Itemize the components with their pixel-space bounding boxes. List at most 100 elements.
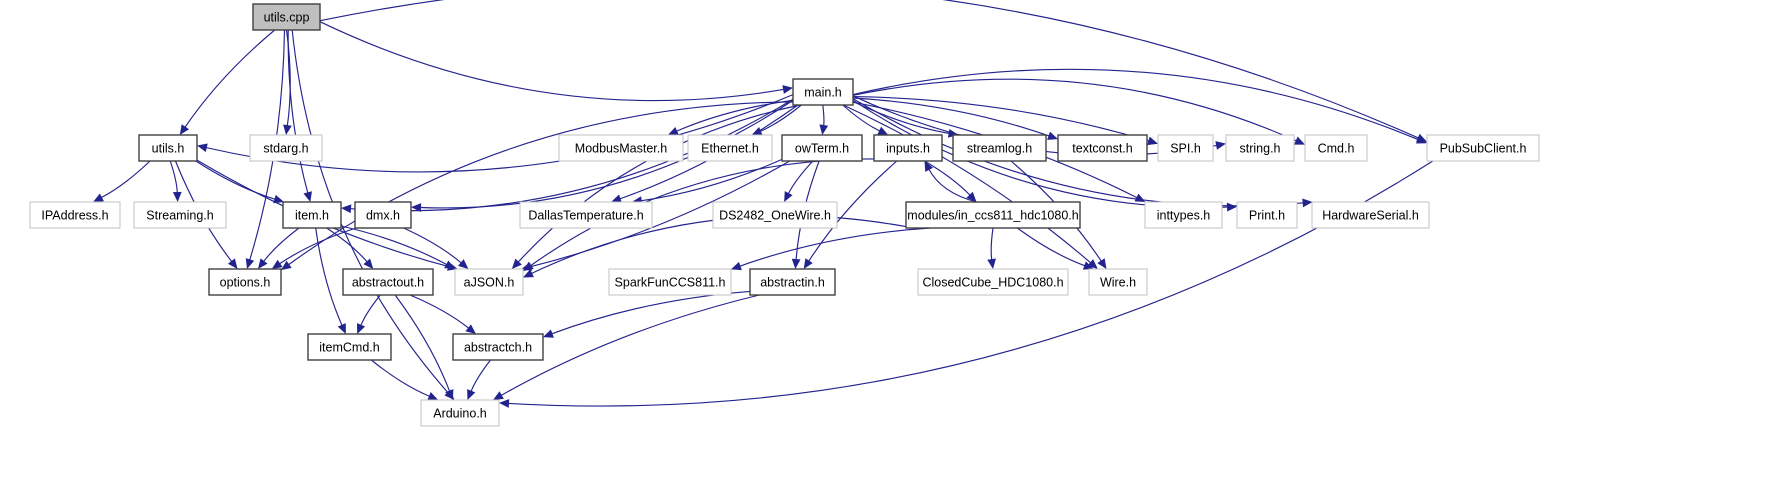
graph-node-ipaddress-h[interactable]: IPAddress.h <box>29 201 121 229</box>
node-box[interactable] <box>1225 134 1295 162</box>
node-box[interactable] <box>208 268 282 296</box>
node-box[interactable] <box>454 268 524 296</box>
graph-node-item-h[interactable]: item.h <box>282 201 342 229</box>
graph-node-spi-h[interactable]: SPI.h <box>1157 134 1214 162</box>
edge-arrowhead <box>197 143 208 153</box>
node-box[interactable] <box>1311 201 1430 229</box>
node-label: aJSON.h <box>464 275 515 289</box>
node-box[interactable] <box>354 201 412 229</box>
node-box[interactable] <box>1144 201 1223 229</box>
dependency-edge <box>852 96 1150 142</box>
node-box[interactable] <box>781 134 863 162</box>
graph-node-utils-cpp[interactable]: utils.cpp <box>252 3 321 31</box>
graph-node-inttypes-h[interactable]: inttypes.h <box>1144 201 1223 229</box>
node-label: dmx.h <box>366 208 400 222</box>
graph-node-arduino-h[interactable]: Arduino.h <box>420 399 500 427</box>
graph-node-closedcube-h[interactable]: ClosedCube_HDC1080.h <box>917 268 1069 296</box>
node-box[interactable] <box>29 201 121 229</box>
node-box[interactable] <box>1304 134 1368 162</box>
graph-node-abstractin-h[interactable]: abstractin.h <box>749 268 836 296</box>
node-box[interactable] <box>133 201 227 229</box>
graph-node-wire-h[interactable]: Wire.h <box>1088 268 1148 296</box>
node-box[interactable] <box>905 201 1081 229</box>
node-box[interactable] <box>558 134 684 162</box>
node-label: abstractout.h <box>352 275 424 289</box>
node-box[interactable] <box>749 268 836 296</box>
graph-node-options-h[interactable]: options.h <box>208 268 282 296</box>
graph-node-sparkfunccs811-h[interactable]: SparkFunCCS811.h <box>608 268 732 296</box>
graph-node-streamlog-h[interactable]: streamlog.h <box>952 134 1047 162</box>
node-box[interactable] <box>712 201 838 229</box>
node-box[interactable] <box>252 3 321 31</box>
graph-node-abstractch-h[interactable]: abstractch.h <box>452 333 544 361</box>
graph-node-abstractout-h[interactable]: abstractout.h <box>342 268 434 296</box>
dependency-edge <box>419 99 794 209</box>
edge-arrowhead <box>1294 136 1305 145</box>
dependency-edge <box>100 160 151 199</box>
node-label: main.h <box>804 85 842 99</box>
node-box[interactable] <box>249 134 323 162</box>
dependency-edge <box>675 99 794 132</box>
node-label: inputs.h <box>886 141 930 155</box>
node-box[interactable] <box>792 78 854 106</box>
node-box[interactable] <box>917 268 1069 296</box>
node-box[interactable] <box>138 134 198 162</box>
edge-arrowhead <box>1416 135 1427 144</box>
graph-node-modules-ccs811-h[interactable]: modules/in_ccs811_hdc1080.h <box>905 201 1081 229</box>
graph-node-stdarg-h[interactable]: stdarg.h <box>249 134 323 162</box>
node-label: inttypes.h <box>1157 208 1211 222</box>
graph-node-pubsubclient-h[interactable]: PubSubClient.h <box>1426 134 1540 162</box>
graph-node-cmd-h[interactable]: Cmd.h <box>1304 134 1368 162</box>
graph-node-string-h[interactable]: string.h <box>1225 134 1295 162</box>
graph-node-ds2482-h[interactable]: DS2482_OneWire.h <box>712 201 838 229</box>
dependency-edge <box>500 294 760 397</box>
node-box[interactable] <box>687 134 773 162</box>
edge-arrowhead <box>523 269 534 278</box>
edge-arrowhead <box>172 191 182 202</box>
dependency-edge <box>349 98 794 212</box>
graph-node-utils-h[interactable]: utils.h <box>138 134 198 162</box>
graph-node-streaming-h[interactable]: Streaming.h <box>133 201 227 229</box>
edge-arrowhead <box>337 323 346 334</box>
graph-node-textconst-h[interactable]: textconst.h <box>1057 134 1148 162</box>
dependency-edge <box>759 104 802 133</box>
node-box[interactable] <box>952 134 1047 162</box>
dependency-edge <box>169 160 178 194</box>
node-box[interactable] <box>873 134 943 162</box>
edge-arrowhead <box>803 258 813 269</box>
edge-arrowhead <box>987 258 996 269</box>
graph-node-inputs-h[interactable]: inputs.h <box>873 134 943 162</box>
graph-node-dallastemp-h[interactable]: DallasTemperature.h <box>519 201 653 229</box>
node-label: Arduino.h <box>433 406 487 420</box>
node-box[interactable] <box>1088 268 1148 296</box>
graph-node-hardwareserial-h[interactable]: HardwareSerial.h <box>1311 201 1430 229</box>
graph-node-itemcmd-h[interactable]: itemCmd.h <box>307 333 392 361</box>
dependency-edge <box>852 68 1419 141</box>
graph-node-dmx-h[interactable]: dmx.h <box>354 201 412 229</box>
node-box[interactable] <box>1236 201 1298 229</box>
graph-node-print-h[interactable]: Print.h <box>1236 201 1298 229</box>
node-box[interactable] <box>1057 134 1148 162</box>
graph-node-main-h[interactable]: main.h <box>792 78 854 106</box>
graph-node-owterm-h[interactable]: owTerm.h <box>781 134 863 162</box>
graph-node-ethernet-h[interactable]: Ethernet.h <box>687 134 773 162</box>
node-box[interactable] <box>452 333 544 361</box>
node-box[interactable] <box>1426 134 1540 162</box>
edge-arrowhead <box>444 260 455 270</box>
dependency-edge <box>739 227 931 267</box>
node-box[interactable] <box>342 268 434 296</box>
graph-node-modbusmaster-h[interactable]: ModbusMaster.h <box>558 134 684 162</box>
node-label: ModbusMaster.h <box>575 141 667 155</box>
edge-arrowhead <box>966 191 977 202</box>
node-box[interactable] <box>608 268 732 296</box>
node-box[interactable] <box>282 201 342 229</box>
node-box[interactable] <box>519 201 653 229</box>
node-box[interactable] <box>307 333 392 361</box>
node-label: SparkFunCCS811.h <box>615 275 726 289</box>
node-label: Wire.h <box>1100 275 1136 289</box>
node-box[interactable] <box>1157 134 1214 162</box>
node-box[interactable] <box>420 399 500 427</box>
edge-arrowhead <box>341 204 352 214</box>
graph-node-ajson-h[interactable]: aJSON.h <box>454 268 524 296</box>
